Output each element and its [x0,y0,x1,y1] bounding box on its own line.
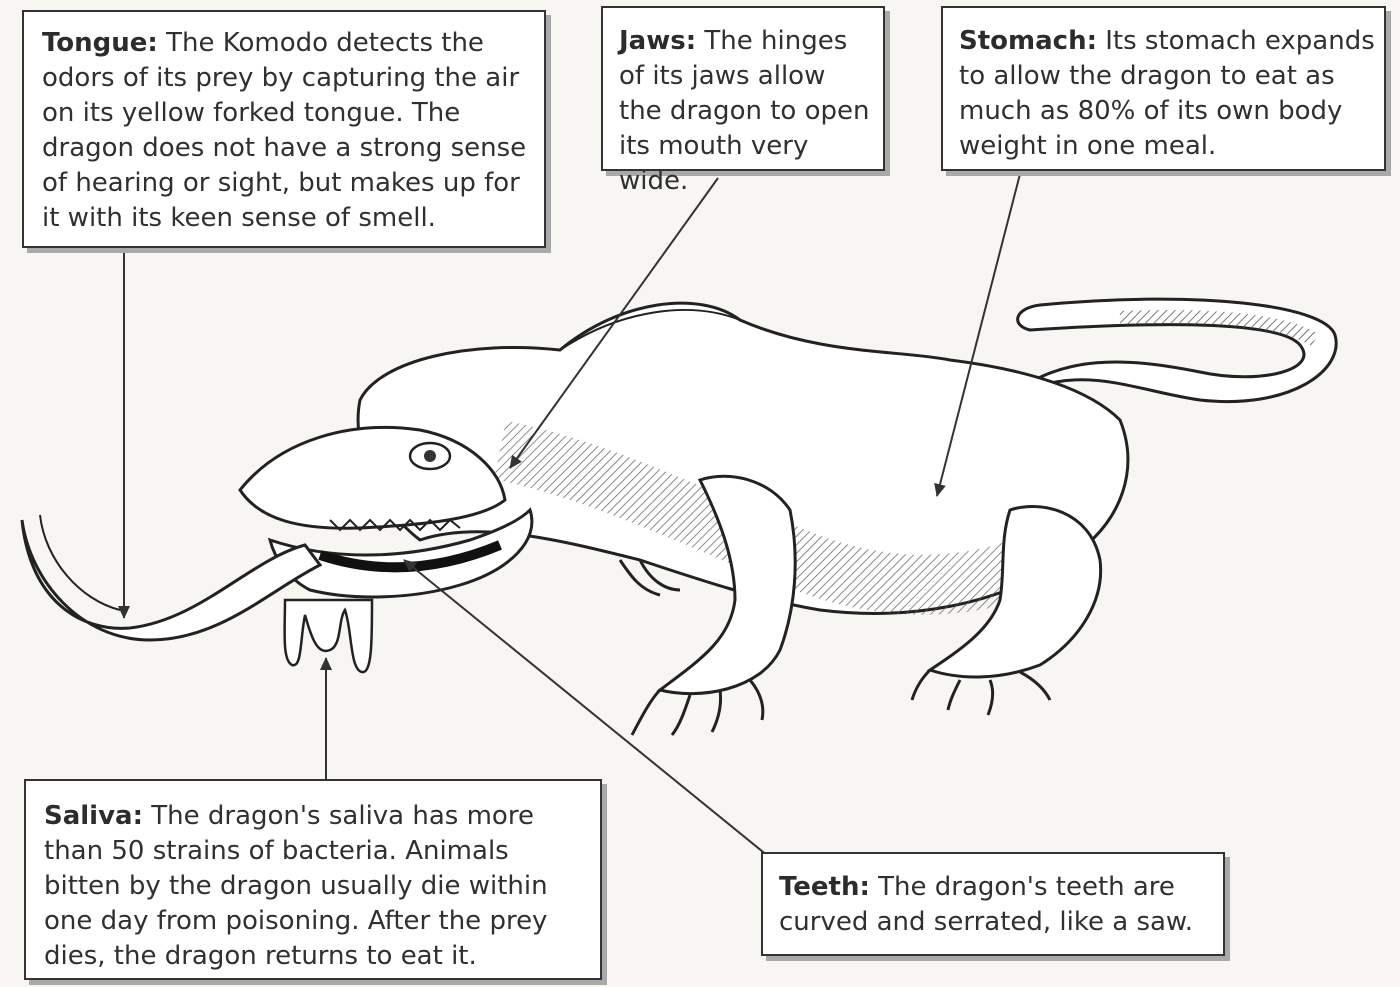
callout-jaws: Jaws: The hinges of its jaws allow the d… [601,6,885,171]
callout-tongue-text: The Komodo detects the odors of its prey… [42,28,526,233]
callout-teeth-term: Teeth: [779,872,870,902]
callout-teeth: Teeth: The dragon's teeth are curved and… [761,852,1225,956]
callout-saliva: Saliva: The dragon's saliva has more tha… [24,779,602,980]
dragon-saliva [285,600,372,672]
callout-saliva-term: Saliva: [44,801,143,831]
dragon-tongue [22,520,320,640]
callout-jaws-term: Jaws: [619,26,696,56]
callout-tongue: Tongue: The Komodo detects the odors of … [22,10,546,248]
callout-stomach-term: Stomach: [959,26,1097,56]
callout-stomach: Stomach: Its stomach expands to allow th… [941,6,1386,171]
callout-tongue-term: Tongue: [42,28,158,58]
